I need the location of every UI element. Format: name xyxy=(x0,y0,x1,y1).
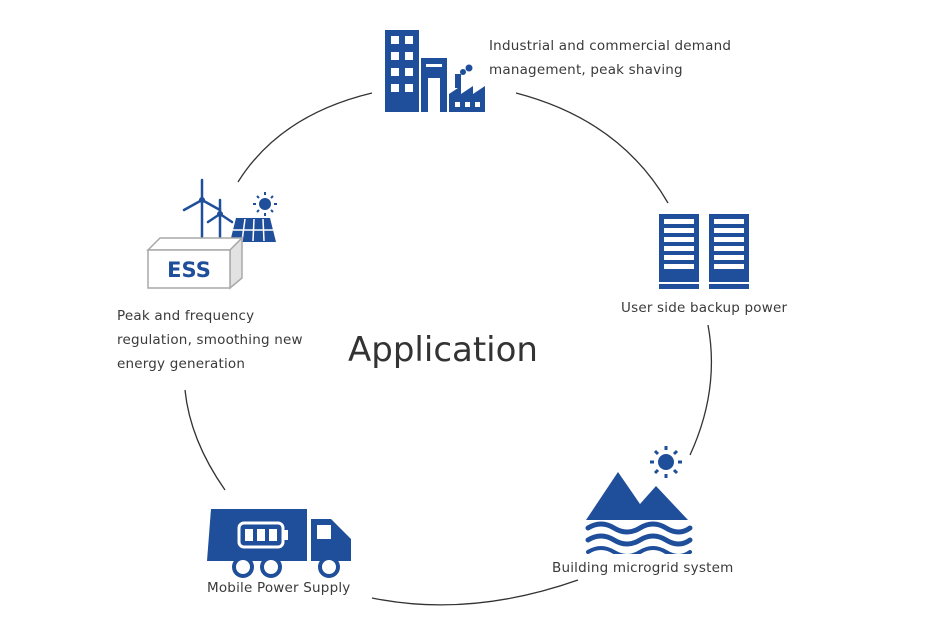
label-ess: Peak and frequency regulation, smoothing… xyxy=(117,308,303,372)
ess-wind-solar-icon: ESS xyxy=(146,178,277,290)
label-industrial: Industrial and commercial demand managem… xyxy=(489,38,732,78)
arc-microgrid-to-mobile xyxy=(371,579,579,606)
arc-ess-to-industrial xyxy=(237,92,373,183)
mountain-sun-water-icon xyxy=(585,446,693,554)
label-backup: User side backup power xyxy=(621,300,788,316)
page-title: Application xyxy=(348,330,538,370)
server-rack-icon xyxy=(659,214,749,289)
label-microgrid: Building microgrid system xyxy=(552,560,734,576)
label-mobile: Mobile Power Supply xyxy=(207,580,351,596)
ess-text: ESS xyxy=(167,258,211,282)
arc-industrial-to-backup xyxy=(515,92,669,204)
battery-truck-icon xyxy=(207,509,351,578)
arc-backup-to-microgrid xyxy=(689,324,713,456)
factory-building-icon xyxy=(385,30,485,112)
arc-mobile-to-ess xyxy=(184,389,226,491)
